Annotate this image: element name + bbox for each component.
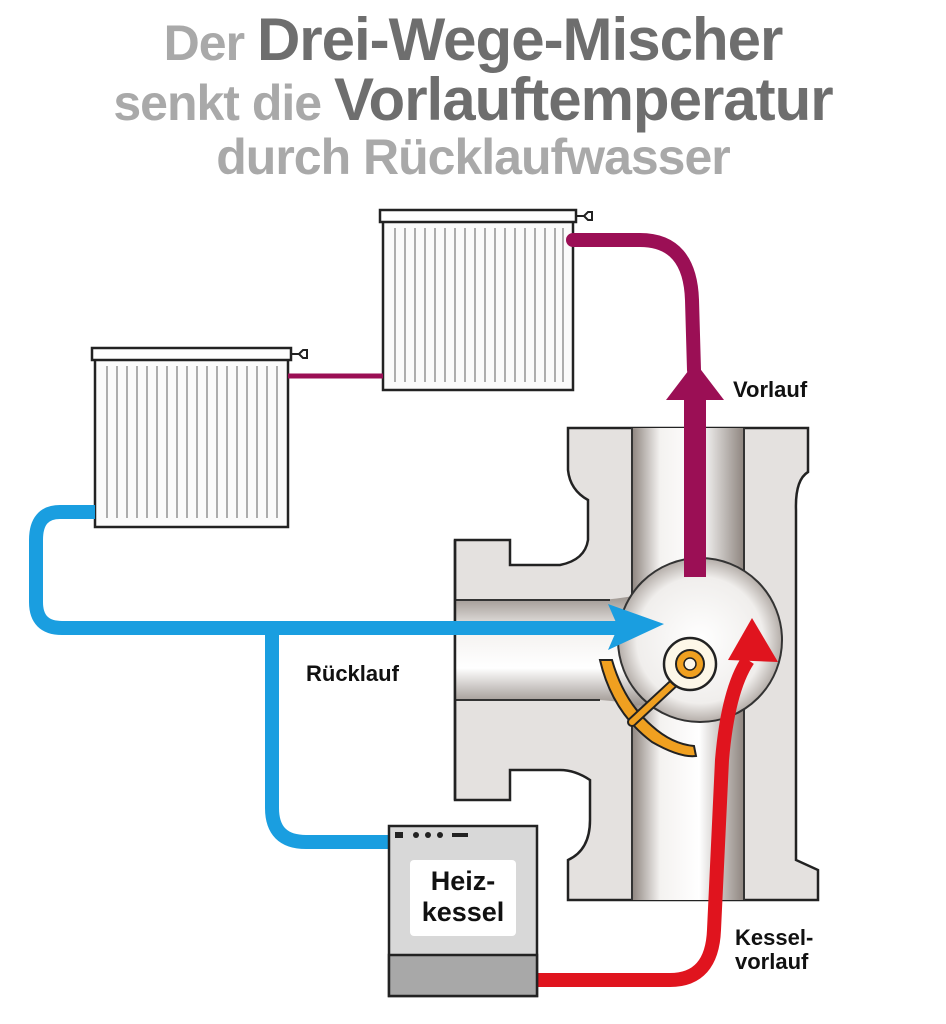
vorlauf-pipe: [566, 233, 701, 377]
title-line-3-light: durch Rücklaufwasser: [216, 129, 731, 185]
ruecklauf-branch-pipe: [265, 628, 392, 849]
kesselvorlauf-pipe: [536, 656, 754, 987]
title-line-1-light: Der: [163, 15, 257, 71]
title-line-1-dark: Drei-Wege-Mischer: [256, 6, 783, 73]
title-line-2: senkt die Vorlauftemperatur: [0, 70, 946, 130]
boiler-indicator: [395, 832, 403, 838]
heizkessel-label-line-1: Heiz-: [430, 866, 496, 896]
radiator-upper: [378, 208, 593, 392]
boiler-knob: [437, 832, 443, 838]
ruecklauf-label: Rücklauf: [306, 661, 399, 686]
ruecklauf-arrow: [608, 604, 664, 650]
kesselvorlauf-label: Kessel- vorlauf: [735, 925, 814, 975]
boiler-knob: [425, 832, 431, 838]
title-line-2-dark: Vorlauftemperatur: [333, 66, 834, 133]
diagram-title: Der Drei-Wege-Mischer senkt die Vorlauft…: [0, 4, 946, 183]
vorlauf-arrow: [666, 362, 724, 400]
radiator-lower: [90, 346, 308, 529]
vorlauf-arrow-shaft: [684, 395, 706, 577]
boiler-knob: [413, 832, 419, 838]
title-line-3: durch Rücklaufwasser: [0, 132, 946, 182]
heizkessel-label: Heiz- kessel: [410, 866, 516, 928]
kesselvorlauf-arrow: [728, 618, 778, 662]
vorlauf-label: Vorlauf: [733, 377, 808, 402]
title-line-1: Der Drei-Wege-Mischer: [0, 10, 946, 70]
valve-handle: [598, 636, 718, 758]
title-line-2-light: senkt die: [113, 75, 334, 131]
heizkessel-label-line-2: kessel: [421, 897, 505, 928]
kesselvorlauf-label-line-1: Kessel-: [735, 925, 814, 950]
kesselvorlauf-label-line-2: vorlauf: [735, 949, 809, 975]
boiler-indicator: [452, 833, 468, 837]
ruecklauf-pipe: [29, 505, 620, 635]
boiler: [387, 824, 539, 998]
